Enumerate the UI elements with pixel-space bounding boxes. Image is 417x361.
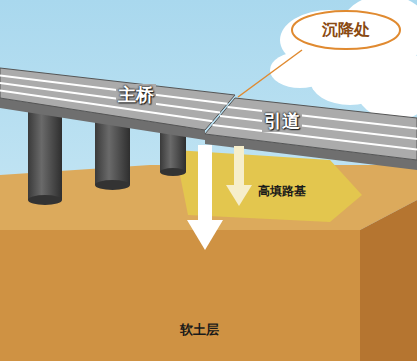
callout-text: 沉降处: [322, 20, 370, 41]
bridge-label: 主桥: [116, 84, 156, 106]
soft-soil-side: [360, 200, 417, 361]
cloud: [270, 0, 417, 120]
embankment-label: 高填路基: [256, 184, 308, 198]
soil-label: 软土层: [178, 322, 221, 338]
callout-bubble: 沉降处: [290, 9, 402, 51]
soft-soil-front: [0, 230, 360, 361]
leader-line: [238, 50, 302, 97]
bubble-ellipse: [292, 11, 400, 49]
approach-label: 引道: [262, 110, 302, 132]
settlement-arrow: [226, 146, 252, 206]
settlement-arrow: [187, 145, 223, 250]
main-bridge-deck: [0, 68, 235, 140]
